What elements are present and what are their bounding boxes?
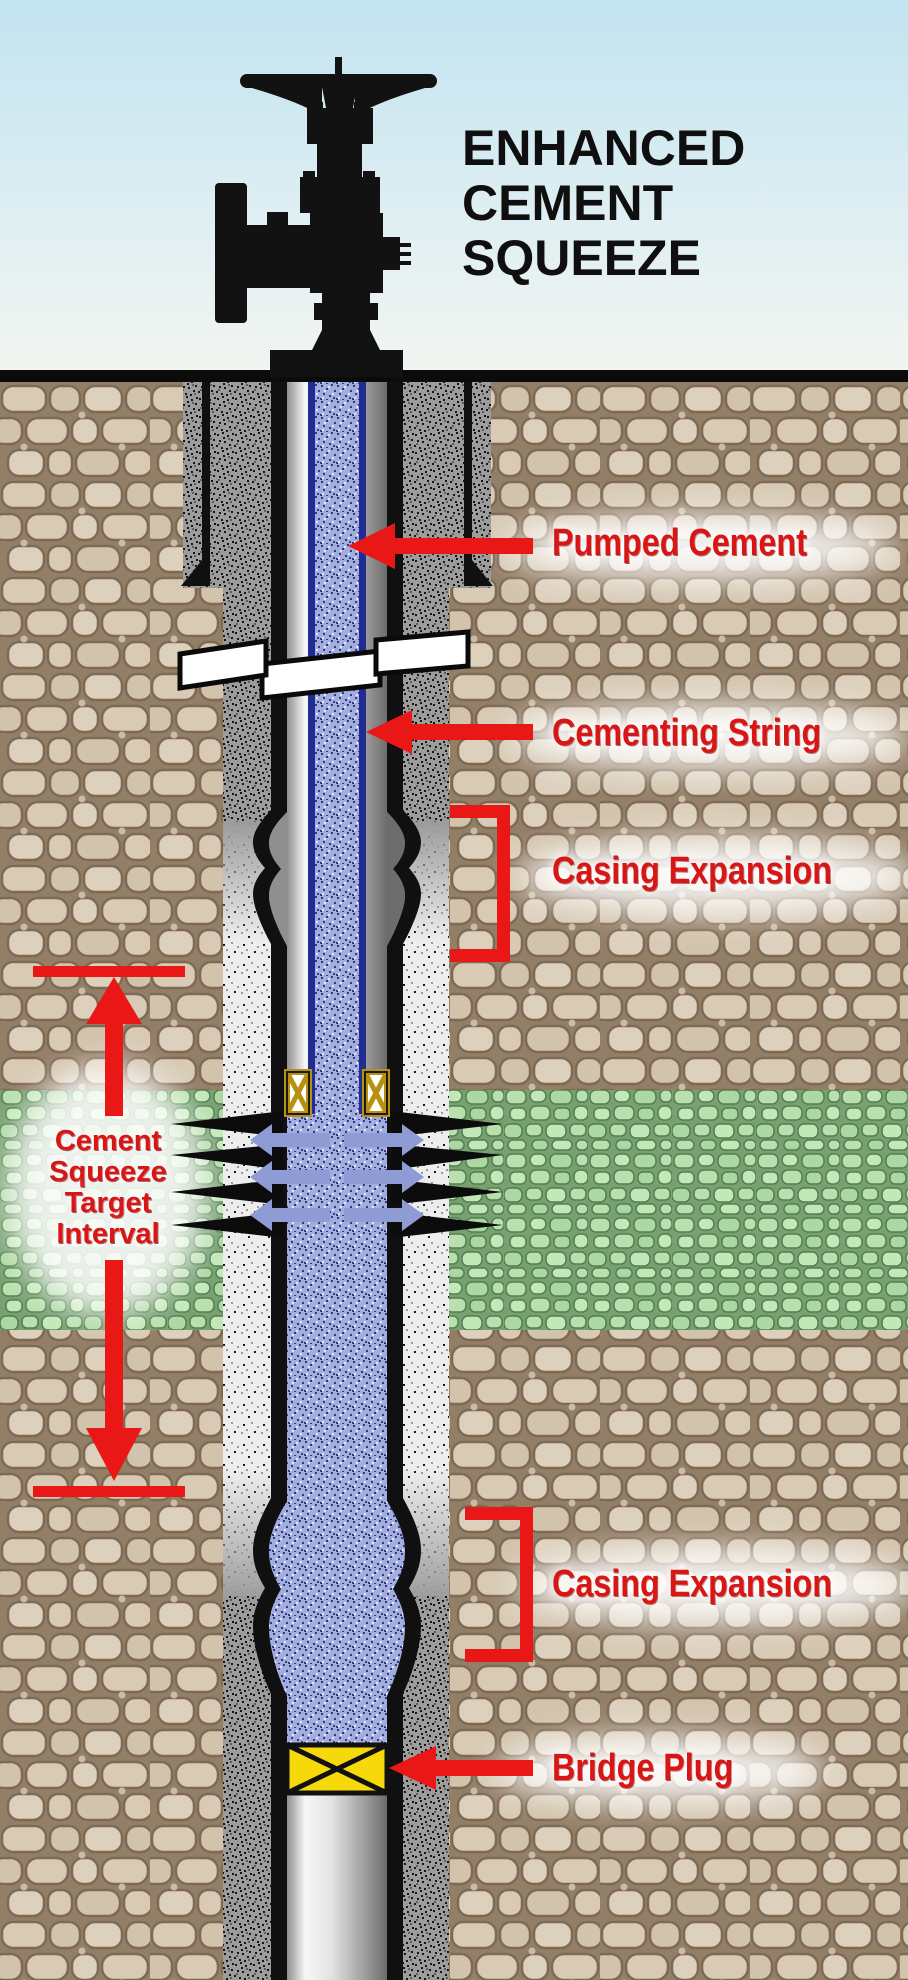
page-title: ENHANCED CEMENT SQUEEZE <box>462 121 745 286</box>
cement-column <box>269 1113 405 1745</box>
casing-expansion-lower-label: Casing Expansion <box>552 1563 832 1605</box>
bridge-plug-label: Bridge Plug <box>552 1747 734 1789</box>
well-break-symbol <box>177 629 471 701</box>
casing-expansion-lower-bracket <box>465 1507 533 1662</box>
annotations <box>33 523 533 1790</box>
surface-casing <box>181 372 493 586</box>
casing-expansion-upper-bracket <box>450 805 510 962</box>
target-interval-label: Cement Squeeze Target Interval <box>12 1126 204 1250</box>
title-line-1: ENHANCED <box>462 120 746 176</box>
target-interval-markers <box>33 966 185 1497</box>
cementing-string-label: Cementing String <box>552 712 822 754</box>
target-interval-line-4: Interval <box>56 1218 160 1250</box>
squeeze-flow-arrows <box>250 1124 424 1231</box>
packers <box>284 1069 390 1117</box>
target-interval-line-2: Squeeze <box>49 1156 167 1188</box>
bridge-plug-graphic <box>284 1742 390 1796</box>
ground-surface-line <box>0 370 908 382</box>
sky-background <box>0 0 908 372</box>
target-interval-line-1: Cement <box>54 1125 162 1157</box>
casing-expansion-upper-label: Casing Expansion <box>552 850 832 892</box>
cement-annulus <box>223 586 449 1980</box>
cementing-string-arrow <box>366 710 533 754</box>
pumped-cement-label: Pumped Cement <box>552 522 807 564</box>
title-line-2: CEMENT <box>462 175 674 231</box>
bridge-plug-arrow <box>389 1746 533 1790</box>
empty-casing-below-plug <box>287 1793 387 1980</box>
title-line-3: SQUEEZE <box>462 230 701 286</box>
cementing-string-graphic <box>308 372 366 1114</box>
wellhead-valve-icon <box>215 57 437 377</box>
production-casing <box>253 372 421 1980</box>
pumped-cement-arrow <box>348 523 533 569</box>
target-interval-line-3: Target <box>64 1187 152 1219</box>
label-glow <box>7 514 908 1804</box>
